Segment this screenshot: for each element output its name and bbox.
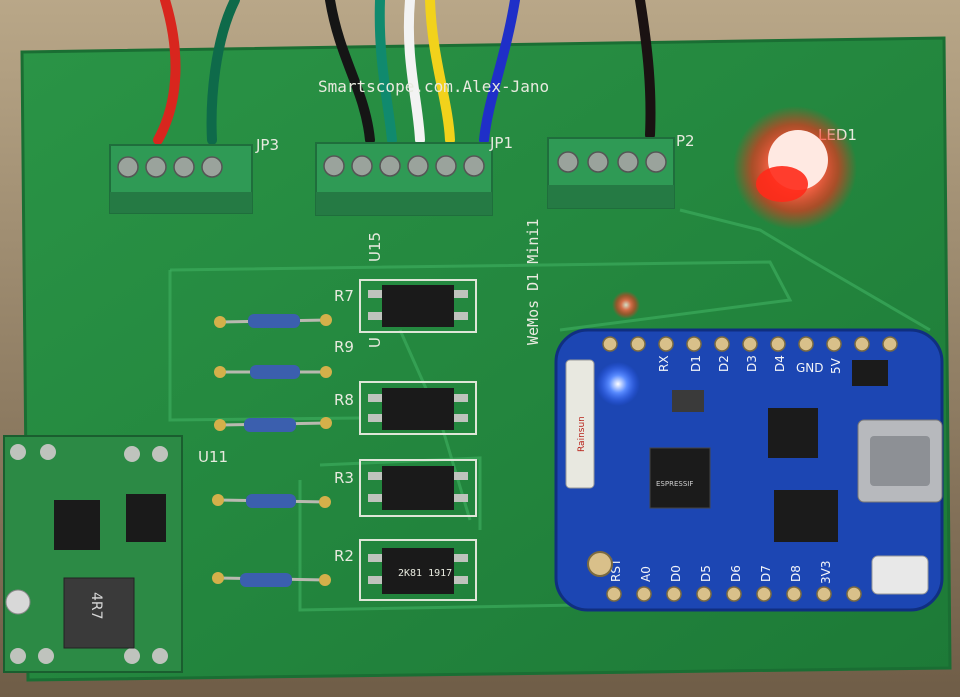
resistor: [212, 494, 331, 508]
u-partial-label: U: [366, 337, 384, 348]
pin-label-top: 5V: [829, 357, 843, 374]
inductor-label: 4R7: [88, 592, 104, 620]
resistor: [214, 365, 332, 379]
optocoupler: [359, 459, 477, 517]
jp1-label: JP1: [489, 134, 513, 152]
antenna: [565, 359, 595, 489]
r7-label: R7: [334, 287, 354, 305]
pin-label-bottom: D5: [699, 565, 713, 582]
inductor: [63, 577, 135, 649]
pin-label-bottom: A0: [639, 566, 653, 582]
pin-label-bottom: D7: [759, 565, 773, 582]
crystal: [672, 390, 704, 412]
wires: [153, 0, 656, 145]
resistor: [214, 417, 332, 432]
regulator: [852, 360, 888, 386]
optocoupler: [359, 279, 477, 333]
led1: [733, 106, 857, 230]
potentiometer: [5, 589, 31, 615]
usb-serial-chip: [774, 490, 838, 542]
chip-brand: ESPRESSIF: [656, 480, 693, 488]
pin-label-top: D3: [745, 355, 759, 372]
r3-label: R3: [334, 469, 354, 487]
buck-ic: [54, 500, 100, 550]
esp-chip: [649, 447, 711, 509]
flash-chip: [768, 408, 818, 458]
antenna-connector: [587, 551, 613, 577]
antenna-brand: Rainsun: [577, 416, 587, 452]
jp1-terminal-block: [315, 142, 493, 216]
resistor: [214, 314, 332, 328]
r8-label: R8: [334, 391, 354, 409]
optocouplers: 2K81 1917: [359, 279, 477, 601]
resistors: [212, 314, 332, 587]
pin-label-top: D1: [689, 355, 703, 372]
r9-label: R9: [334, 338, 354, 356]
pin-label-bottom: D0: [669, 565, 683, 582]
usb-port-inner: [870, 436, 930, 486]
buck-diode: [126, 494, 166, 542]
jp3-label: JP3: [255, 136, 279, 154]
top-header-pins: [602, 336, 898, 352]
reset-button: [871, 555, 929, 595]
bottom-header-pins: [606, 586, 862, 602]
pin-label-bottom: D6: [729, 565, 743, 582]
r2-label: R2: [334, 547, 354, 565]
wemos-d1-mini: RX D1 D2 D3 D4 GND 5V RST A0 D0 D5 D6 D7…: [554, 328, 944, 612]
jp3-terminal-block: [109, 144, 253, 214]
u15-label: U15: [366, 232, 384, 262]
buck-module: 4R7: [3, 435, 183, 673]
pin-label-bottom: D8: [789, 565, 803, 582]
optocoupler: [359, 381, 477, 435]
pin-label-top: D4: [773, 355, 787, 372]
resistor: [212, 572, 331, 587]
jp2-label: P2: [676, 132, 695, 150]
blue-led: [596, 362, 640, 406]
pin-label-bottom: 3V3: [819, 561, 833, 584]
u11-label: U11: [198, 448, 228, 466]
optocoupler: 2K81 1917: [359, 539, 477, 601]
red-indicator-glow: [612, 291, 640, 319]
jp2-terminal-block: [547, 137, 675, 209]
module-label: WeMos D1 Mini1: [524, 219, 542, 345]
pin-label-top: RX: [657, 355, 671, 372]
pin-label-top: GND: [796, 361, 824, 375]
optocoupler-marking: 2K81 1917: [398, 568, 452, 579]
pin-label-top: D2: [717, 355, 731, 372]
board-title: Smartscope.com.Alex-Jano: [318, 77, 549, 96]
